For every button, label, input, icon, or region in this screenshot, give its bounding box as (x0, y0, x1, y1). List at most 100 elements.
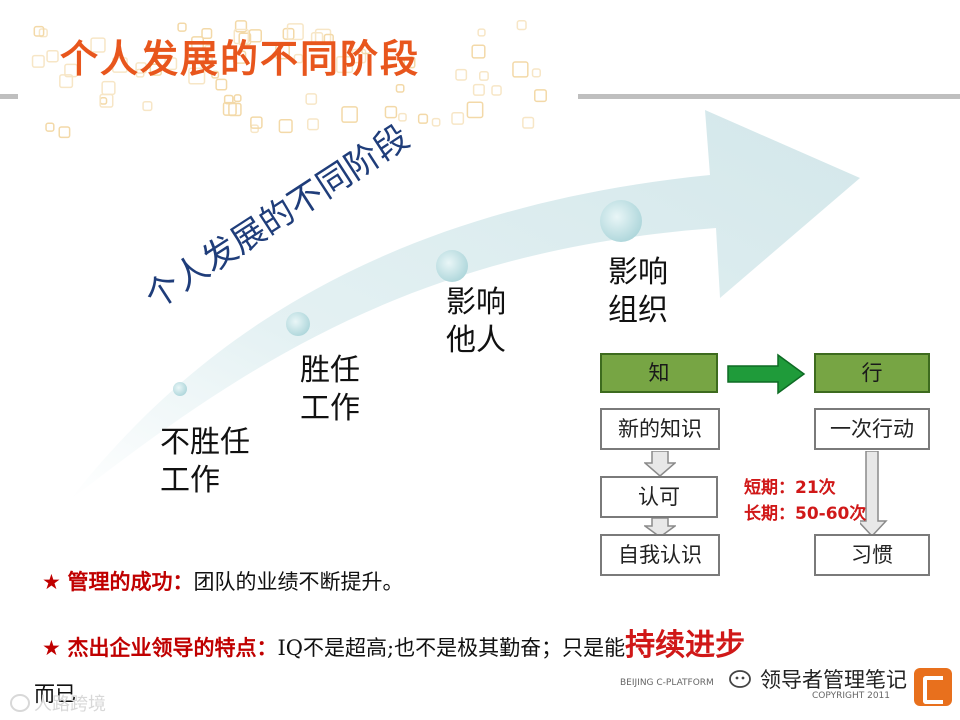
title-rule-right (578, 94, 960, 99)
bullet-leader-traits: ★ 杰出企业领导的特点：IQ不是超高;也不是极其勤奋；只是能持续进步 (42, 620, 745, 664)
deco-square (99, 93, 114, 108)
down-long-arrow-icon (860, 451, 888, 537)
deco-square (403, 56, 416, 69)
deco-square (417, 113, 429, 124)
stage-3-line1: 影响 (446, 285, 506, 320)
deco-square (112, 57, 128, 73)
stage-2-label: 胜任 工作 (300, 352, 360, 428)
deco-square (472, 83, 485, 96)
deco-square (451, 112, 465, 125)
deco-square (314, 28, 332, 46)
bullet-management-success: ★ 管理的成功：团队的业绩不断提升。 (42, 566, 404, 596)
arrow-body (70, 110, 860, 500)
deco-square (534, 89, 547, 103)
down-arrow-icon (644, 451, 676, 477)
deco-square (222, 101, 237, 116)
stage-dot-2 (286, 312, 310, 336)
deco-square (58, 126, 71, 139)
deco-square (248, 29, 262, 43)
title-decoration (31, 20, 547, 139)
deco-square (471, 44, 486, 59)
deco-square (384, 105, 398, 119)
deco-square (233, 28, 250, 45)
deco-square (336, 55, 354, 74)
footer-copyright: COPYRIGHT 2011 (812, 691, 891, 701)
stage-1-label: 不胜任 工作 (160, 424, 250, 500)
stage-dot-1 (173, 382, 187, 396)
right-arrow-icon (727, 353, 806, 395)
deco-square (286, 23, 304, 41)
deco-square (31, 54, 45, 68)
deco-square (238, 32, 252, 46)
deco-square (202, 54, 213, 65)
deco-square (142, 100, 153, 112)
watermark-right-text: 领导者管理笔记 (760, 668, 907, 692)
wechat-icon (729, 670, 751, 688)
deco-square (522, 116, 535, 129)
step-habit: 习惯 (814, 534, 930, 576)
deco-square (278, 118, 293, 134)
deco-square (395, 83, 405, 93)
down-arrow-icon (644, 518, 676, 538)
deco-square (46, 50, 59, 63)
deco-square (188, 67, 206, 85)
deco-square (351, 48, 367, 64)
page-title: 个人发展的不同阶段 (60, 37, 421, 81)
step-one-action: 一次行动 (814, 408, 930, 450)
bullet-1-text: 团队的业绩不断提升。 (193, 570, 404, 594)
deco-square (323, 33, 334, 45)
deco-square (232, 50, 247, 64)
stage-4-line1: 影响 (608, 255, 668, 290)
watermark-right: 领导者管理笔记 (728, 664, 907, 694)
bullet-2-tail: 而已 (34, 682, 76, 706)
deco-square (275, 44, 290, 60)
deco-square (455, 68, 468, 81)
footer-company: BEIJING C-PLATFORM (620, 678, 714, 688)
deco-square (191, 36, 205, 50)
watermark-left-text: 人路跨境 (34, 694, 106, 715)
step-recognition: 认可 (600, 476, 718, 518)
deco-square (233, 94, 242, 103)
bullet-2-highlight: 持续进步 (625, 628, 746, 663)
short-term-note: 短期：21次 (744, 478, 836, 498)
deco-square (201, 28, 213, 40)
deco-square (215, 78, 228, 91)
title-rule-left (0, 94, 18, 99)
deco-square (431, 117, 441, 127)
bullet-2-label: 杰出企业领导的特点： (67, 635, 278, 660)
deco-square (211, 70, 220, 79)
deco-square (250, 116, 263, 129)
deco-square (33, 25, 45, 37)
bullet-1-label: 管理的成功： (67, 569, 194, 594)
deco-square (361, 44, 371, 55)
deco-square (293, 53, 304, 64)
stage-dot-3 (436, 250, 468, 282)
deco-square (45, 122, 55, 132)
stage-2-line1: 胜任 (300, 353, 360, 388)
deco-square (305, 93, 318, 105)
step-new-knowledge: 新的知识 (600, 408, 720, 450)
logo-mark (923, 676, 943, 704)
deco-square (90, 37, 106, 53)
stage-4-line2: 组织 (608, 293, 668, 328)
zhi-box: 知 (600, 353, 718, 393)
stage-2-line2: 工作 (300, 391, 360, 426)
long-term-note: 长期：50-60次 (744, 504, 867, 524)
watermark-left: 人路跨境 (10, 690, 106, 716)
stage-3-line2: 他人 (446, 323, 506, 358)
deco-square (306, 118, 320, 131)
logo (914, 668, 952, 706)
stage-1-line2: 工作 (160, 463, 220, 498)
deco-square (149, 63, 162, 76)
deco-square (164, 57, 178, 71)
deco-square (512, 61, 529, 78)
deco-square (531, 68, 541, 78)
stage-1-line1: 不胜任 (160, 425, 250, 460)
deco-square (204, 44, 213, 53)
stage-4-label: 影响 组织 (608, 254, 668, 330)
deco-square (466, 101, 484, 119)
deco-square (234, 20, 248, 33)
deco-square (177, 22, 187, 32)
step-self-awareness: 自我认识 (600, 534, 720, 576)
